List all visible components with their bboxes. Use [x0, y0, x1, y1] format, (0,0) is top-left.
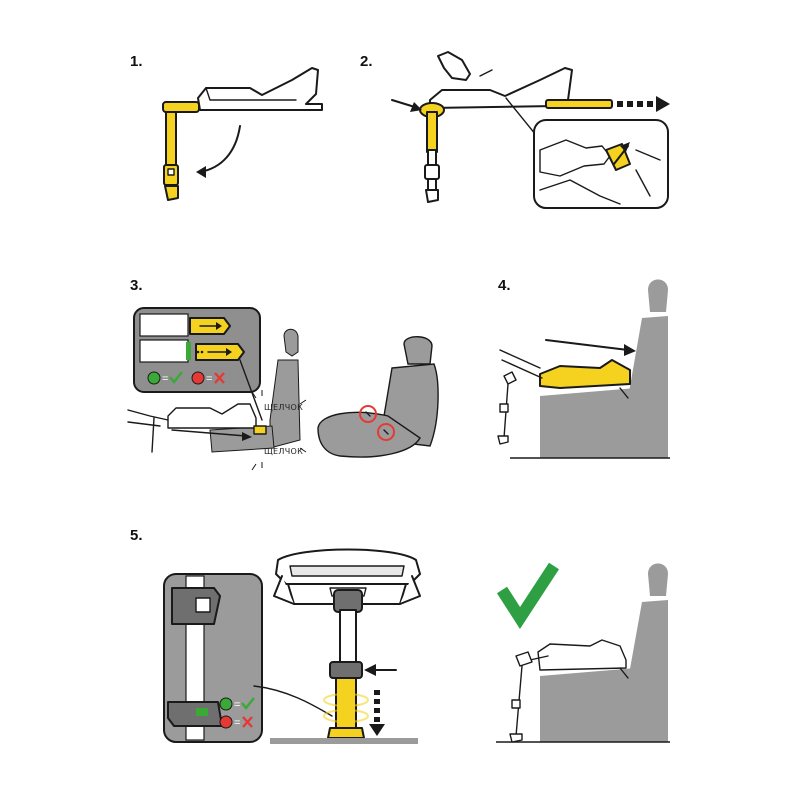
arrow-head-icon [196, 166, 206, 178]
green-indicator [186, 342, 191, 360]
isofix-arm [545, 99, 613, 109]
green-dot-icon [147, 371, 161, 385]
car-seat-headrest [403, 336, 433, 365]
legend-equals: = [234, 717, 240, 729]
leg-foot [327, 727, 365, 739]
push-arrow-icon [410, 102, 422, 112]
legend-equals: = [162, 373, 168, 385]
legend: = = [219, 697, 255, 729]
base-shell [197, 67, 323, 111]
installed-base [537, 639, 627, 671]
car-seat-cushion [317, 411, 421, 458]
support-leg [165, 111, 177, 173]
anchor-marker-lower [377, 423, 395, 441]
rotate-arrow [199, 125, 241, 173]
step-3: 3. = = ЩЕЛЧ [127, 277, 439, 471]
cross-icon [242, 716, 253, 728]
floor [270, 738, 418, 744]
leg-shaft [339, 609, 357, 665]
step-1: 1. [130, 53, 323, 201]
click-label-top: ЩЕЛЧОК [264, 403, 303, 412]
cross-icon [214, 372, 225, 384]
step-3-number: 3. [130, 277, 143, 294]
seat-cushion [540, 668, 640, 742]
base-shell [429, 67, 573, 109]
headrest [283, 328, 299, 357]
seat-back [269, 359, 301, 449]
red-dot-icon [219, 715, 233, 729]
final-result [496, 562, 670, 743]
hand-icon [437, 51, 471, 81]
slide-out-arrow [617, 96, 670, 112]
legend: = = [147, 371, 225, 385]
green-dot-icon [219, 697, 233, 711]
callout-line [239, 359, 263, 421]
legend-equals: = [206, 373, 212, 385]
step-4-number: 4. [498, 277, 511, 294]
step-2-number: 2. [360, 53, 373, 70]
leg-adjuster [329, 661, 363, 679]
foot-collar [167, 701, 223, 727]
green-indicator [196, 708, 208, 716]
check-icon [169, 371, 183, 384]
callout-line [253, 685, 333, 717]
lower-arrow [369, 690, 385, 736]
seat-back [628, 316, 668, 458]
headrest [648, 279, 668, 312]
headrest [648, 563, 668, 596]
red-dot-icon [191, 371, 205, 385]
legend-equals: = [234, 699, 240, 711]
release-arrow-icon [620, 142, 630, 152]
step-1-number: 1. [130, 53, 143, 70]
press-arrow-icon [364, 664, 376, 676]
step-2: 2. [360, 51, 670, 209]
step-5-number: 5. [130, 527, 143, 544]
leg-hinge [162, 101, 200, 113]
support-leg-upper [426, 111, 438, 153]
base-shell [167, 403, 257, 429]
push-arrow-icon [624, 344, 636, 356]
anchor-marker-upper [359, 405, 377, 423]
isofix-connector [253, 425, 267, 435]
base-highlighted [539, 359, 631, 389]
leg-foot [164, 185, 179, 201]
leg-top-collar [333, 589, 363, 613]
check-icon [241, 697, 255, 710]
step-5: 5. = = [130, 527, 421, 744]
click-label-bottom: ЩЕЛЧОК [264, 447, 303, 456]
click-lines [251, 390, 307, 471]
big-checkmark-icon [496, 562, 560, 630]
step-4: 4. [497, 277, 670, 459]
seat-cushion [540, 388, 640, 458]
